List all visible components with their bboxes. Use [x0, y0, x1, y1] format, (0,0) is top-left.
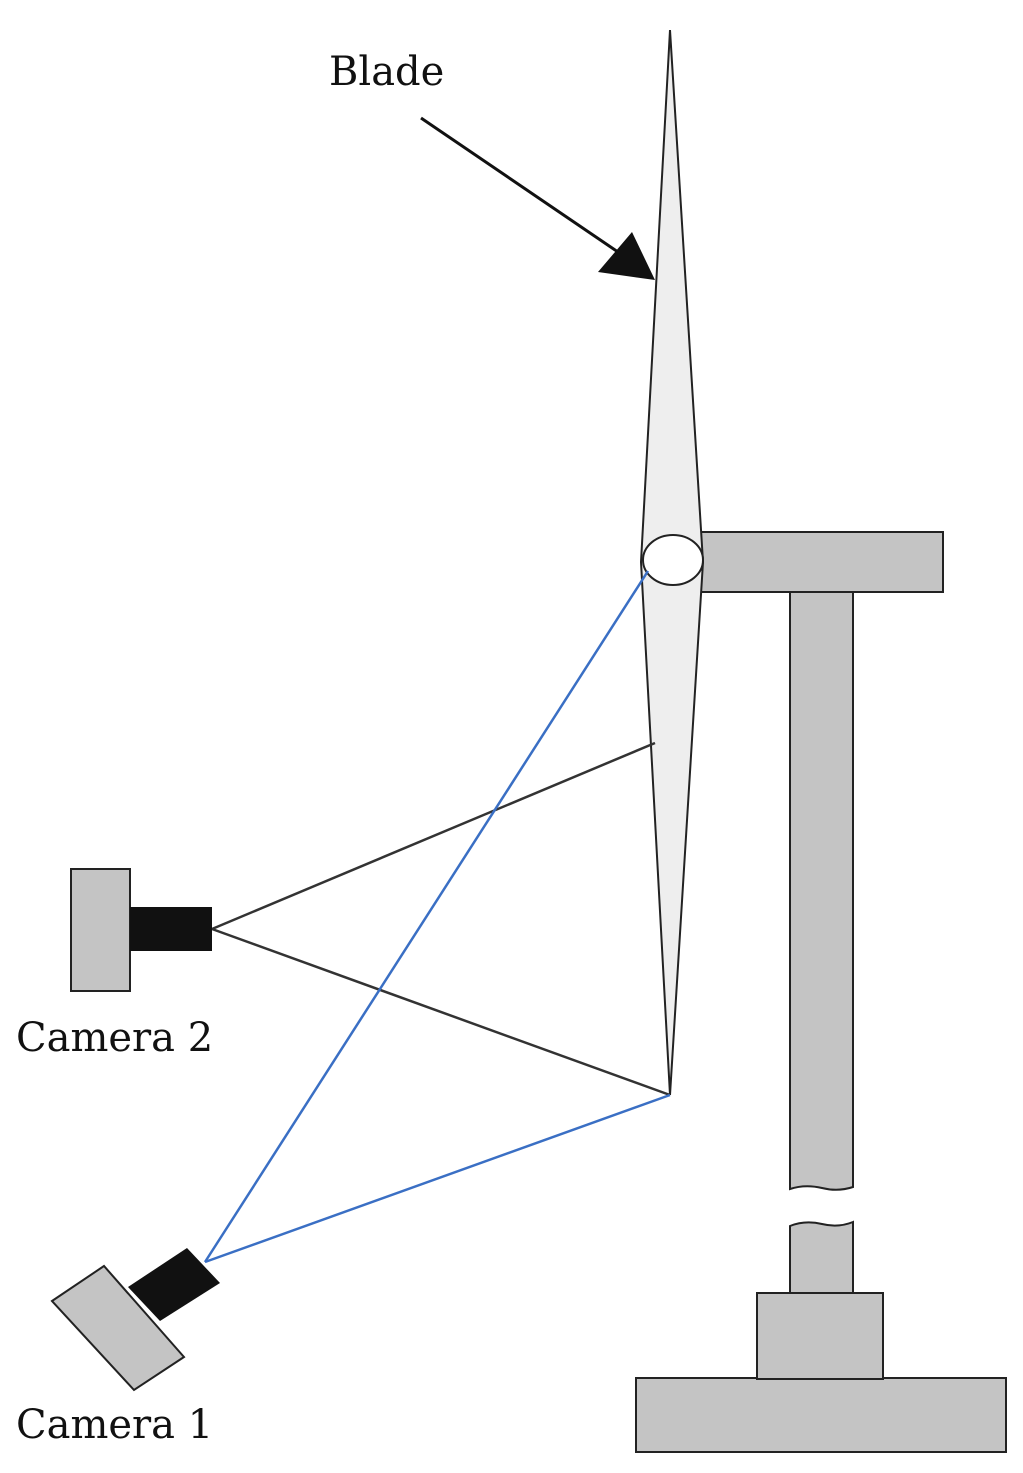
camera-2-ray-upper: [211, 741, 656, 931]
camera-2-ray-lower: [211, 927, 671, 1097]
blade-label: Blade: [329, 49, 445, 95]
camera-2: [70, 868, 212, 992]
rotor-hub: [642, 534, 704, 586]
camera-2-label: Camera 2: [16, 1015, 214, 1061]
nacelle-arm: [699, 531, 944, 593]
base-plate: [635, 1377, 1007, 1453]
tower-stand: [635, 531, 1007, 1453]
arrow-shaft: [420, 116, 619, 254]
camera-1-field-of-view: [203, 570, 671, 1264]
blade-pointer-arrow: [420, 116, 655, 280]
camera-1-body: [50, 1264, 186, 1392]
lower-column-stub: [789, 1220, 854, 1294]
tower-column: [789, 591, 854, 1191]
camera-1-lens: [128, 1248, 220, 1321]
camera-1: [50, 1248, 220, 1392]
arrowhead: [598, 232, 655, 280]
camera-2-field-of-view: [211, 741, 671, 1097]
camera-1-ray-upper: [203, 570, 650, 1263]
camera-1-ray-lower: [204, 1093, 671, 1264]
camera-1-label: Camera 1: [16, 1402, 214, 1448]
camera-2-body: [70, 868, 131, 992]
camera-2-lens: [130, 907, 212, 951]
base-step: [756, 1292, 884, 1380]
